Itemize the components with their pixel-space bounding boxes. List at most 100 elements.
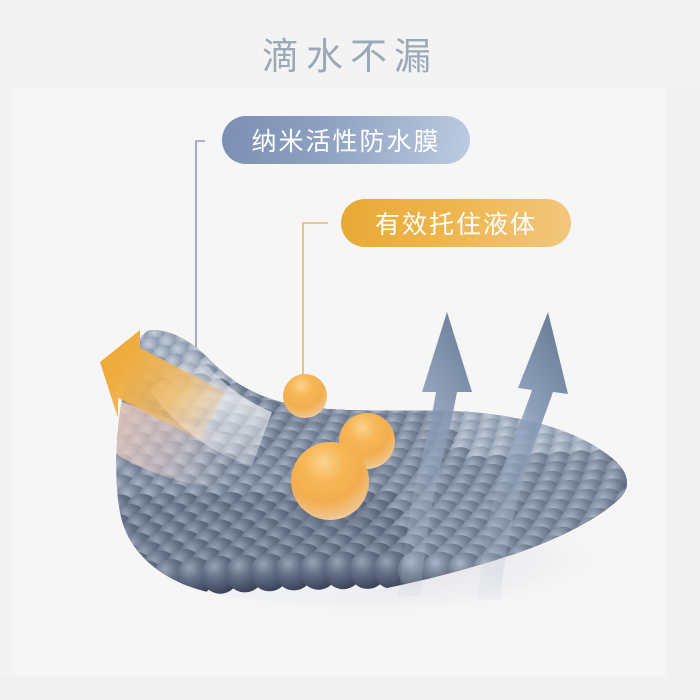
membrane-bead [118,330,144,347]
membrane-bead [168,451,201,484]
membrane-bead [322,534,359,571]
membrane-bead [243,464,276,497]
membrane-bead [116,330,128,351]
membrane-bead [495,416,526,447]
membrane-bead [116,373,130,402]
membrane-bead [518,364,546,392]
membrane-bead [274,429,306,461]
membrane-bead [216,391,246,421]
membrane-bead [155,419,186,450]
membrane-bead [148,474,182,508]
membrane-bead [247,436,279,467]
membrane-bead [561,460,594,493]
membrane-bead [315,395,344,425]
membrane-bead [313,352,340,379]
membrane-bead [267,438,299,470]
membrane-bead [133,400,163,430]
membrane-bead [116,393,133,423]
membrane-bead [391,385,420,414]
membrane-bead [341,473,375,507]
membrane-bead [304,378,333,407]
membrane-bead [144,356,172,385]
membrane-bead [564,450,597,483]
membrane-bead [397,348,424,375]
membrane-bead [480,490,515,525]
membrane-bead [203,501,238,536]
membrane-bead [204,378,233,407]
membrane-bead [219,443,251,475]
membrane-bead [160,386,190,416]
membrane-bead [252,455,284,488]
membrane-bead [116,332,138,359]
membrane-bead [572,420,603,451]
membrane-bead [146,430,178,462]
membrane-bead [225,344,252,371]
membrane-bead [175,417,206,449]
membrane-bead [169,492,204,528]
membrane-bead [268,482,302,517]
membrane-bead [280,491,315,526]
membrane-bead [293,456,326,489]
membrane-bead [296,395,326,425]
membrane-bead [430,365,458,392]
membrane-bead [412,517,448,553]
membrane-bead [124,411,155,442]
membrane-bead [300,421,331,452]
membrane-bead [458,517,495,554]
leader-line-liquid [302,222,328,378]
membrane-bead [382,412,412,443]
membrane-bead [504,544,543,582]
membrane-bead [349,464,382,498]
membrane-bead [116,351,143,379]
membrane-bead [328,464,361,498]
membrane-bead [328,361,355,388]
membrane-bead [203,346,231,374]
membrane-bead [383,499,419,535]
membrane-bead [208,337,235,365]
membrane-bead [116,330,117,343]
membrane-bead [246,342,273,369]
membrane-bead [169,474,203,508]
membrane-bead [489,435,521,467]
callout-pill-liquid[interactable]: 有效托住液体 [341,199,571,247]
membrane-bead [496,499,531,534]
membrane-bead [183,330,210,333]
membrane-bead [564,498,599,533]
membrane-bead [465,482,499,516]
membrane-bead [398,456,430,489]
membrane-bead [553,545,591,583]
membrane-bead [260,446,292,479]
membrane-bead [306,508,342,544]
membrane-bead [496,553,535,591]
membrane-bead [462,330,488,343]
membrane-bead [222,413,253,443]
membrane-bead [621,517,627,553]
membrane-bead [574,517,611,553]
membrane-bead [347,490,382,525]
membrane-bead [311,543,349,581]
membrane-bead [291,404,321,434]
membrane-bead [526,442,559,475]
membrane-bead [557,470,591,504]
membrane-bead [369,533,407,571]
membrane-bead [286,412,317,443]
membrane-bead [391,490,426,525]
membrane-bead [264,384,293,413]
membrane-bead [227,433,259,465]
membrane-bead [497,463,531,496]
membrane-bead [163,407,194,438]
membrane-bead [365,330,391,356]
inner-panel [12,88,666,676]
membrane-bead [294,430,325,461]
membrane-bead [502,453,535,486]
membrane-bead [433,429,464,461]
membrane-bead [255,473,289,507]
panel-edge-bottom [0,676,700,700]
membrane-bead [615,527,627,564]
callout-pill-membrane[interactable]: 纳米活性防水膜 [222,116,470,164]
membrane-bead [499,346,526,373]
membrane-bead [440,411,470,441]
membrane-bead [442,402,472,431]
membrane-bead [191,529,228,566]
membrane-bead [481,338,508,365]
